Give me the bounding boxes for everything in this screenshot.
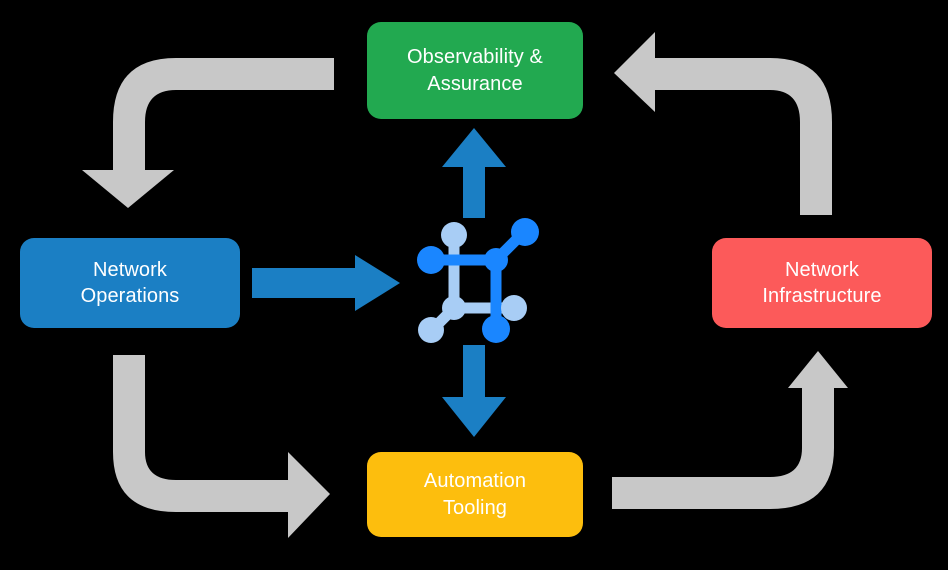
- arrow-automation-to-infrastructure: [612, 351, 848, 509]
- arrow-infrastructure-to-observability: [614, 32, 832, 215]
- arrow-center-to-automation: [442, 345, 506, 437]
- node-label-network-operations: Network Operations: [80, 258, 180, 307]
- node-box-automation-tooling[interactable]: Automation Tooling: [367, 452, 583, 537]
- arrow-observability-to-operations: [82, 58, 334, 208]
- arrow-center-to-observability: [442, 128, 506, 218]
- network-topology-icon: [417, 218, 542, 343]
- node-label-observability: Observability & Assurance: [407, 46, 543, 95]
- node-box-network-operations[interactable]: Network Operations: [20, 238, 240, 328]
- node-label-automation-tooling: Automation Tooling: [423, 470, 527, 519]
- node-label-network-infrastructure: Network Infrastructure: [762, 258, 882, 307]
- arrow-operations-to-automation: [113, 355, 330, 538]
- topology-nodes-light: [418, 222, 527, 343]
- arrow-operations-to-center: [252, 255, 400, 311]
- node-box-observability[interactable]: Observability & Assurance: [367, 22, 583, 119]
- node-box-network-infrastructure[interactable]: Network Infrastructure: [712, 238, 932, 328]
- topology-nodes-dark: [417, 218, 539, 343]
